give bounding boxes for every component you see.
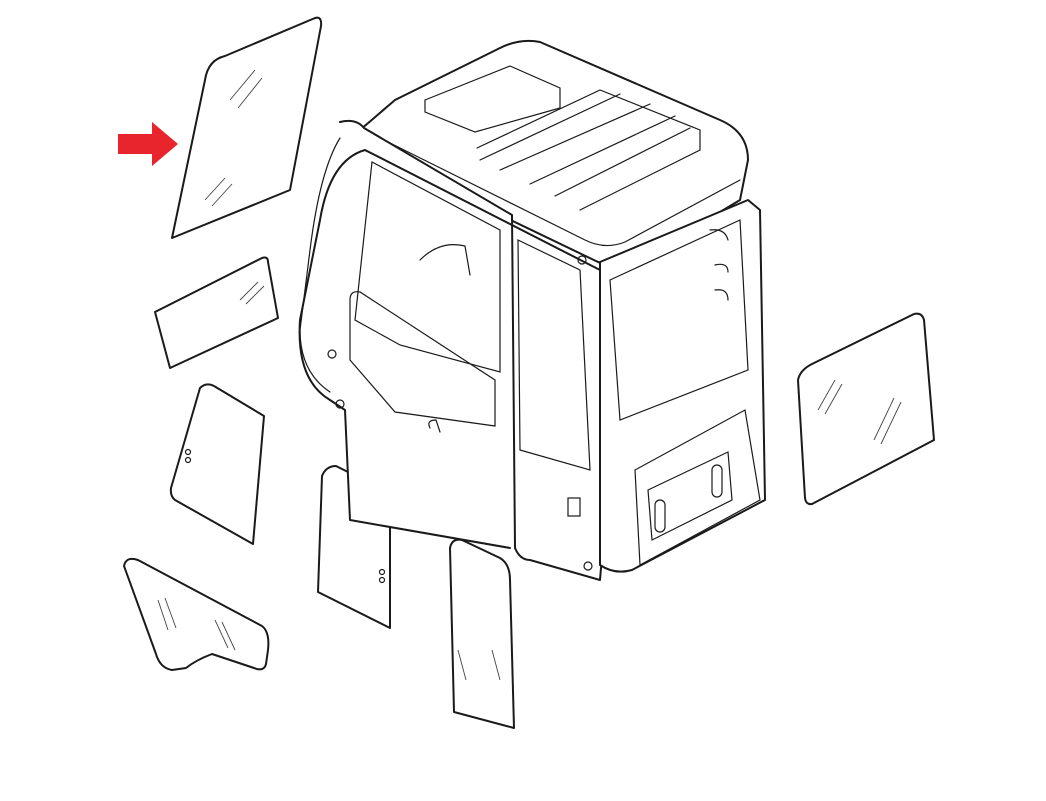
glass-panel-front-upper[interactable] [171,16,323,239]
glass-panel-side-tall[interactable] [449,538,515,729]
glass-panel-door-lower[interactable] [123,557,270,671]
glass-panel-front-lower[interactable] [154,256,279,369]
cab-body [298,39,766,581]
glass-panel-door-upper[interactable] [169,383,265,545]
glass-panel-right[interactable] [797,312,935,506]
highlight-arrow-icon [118,122,178,166]
